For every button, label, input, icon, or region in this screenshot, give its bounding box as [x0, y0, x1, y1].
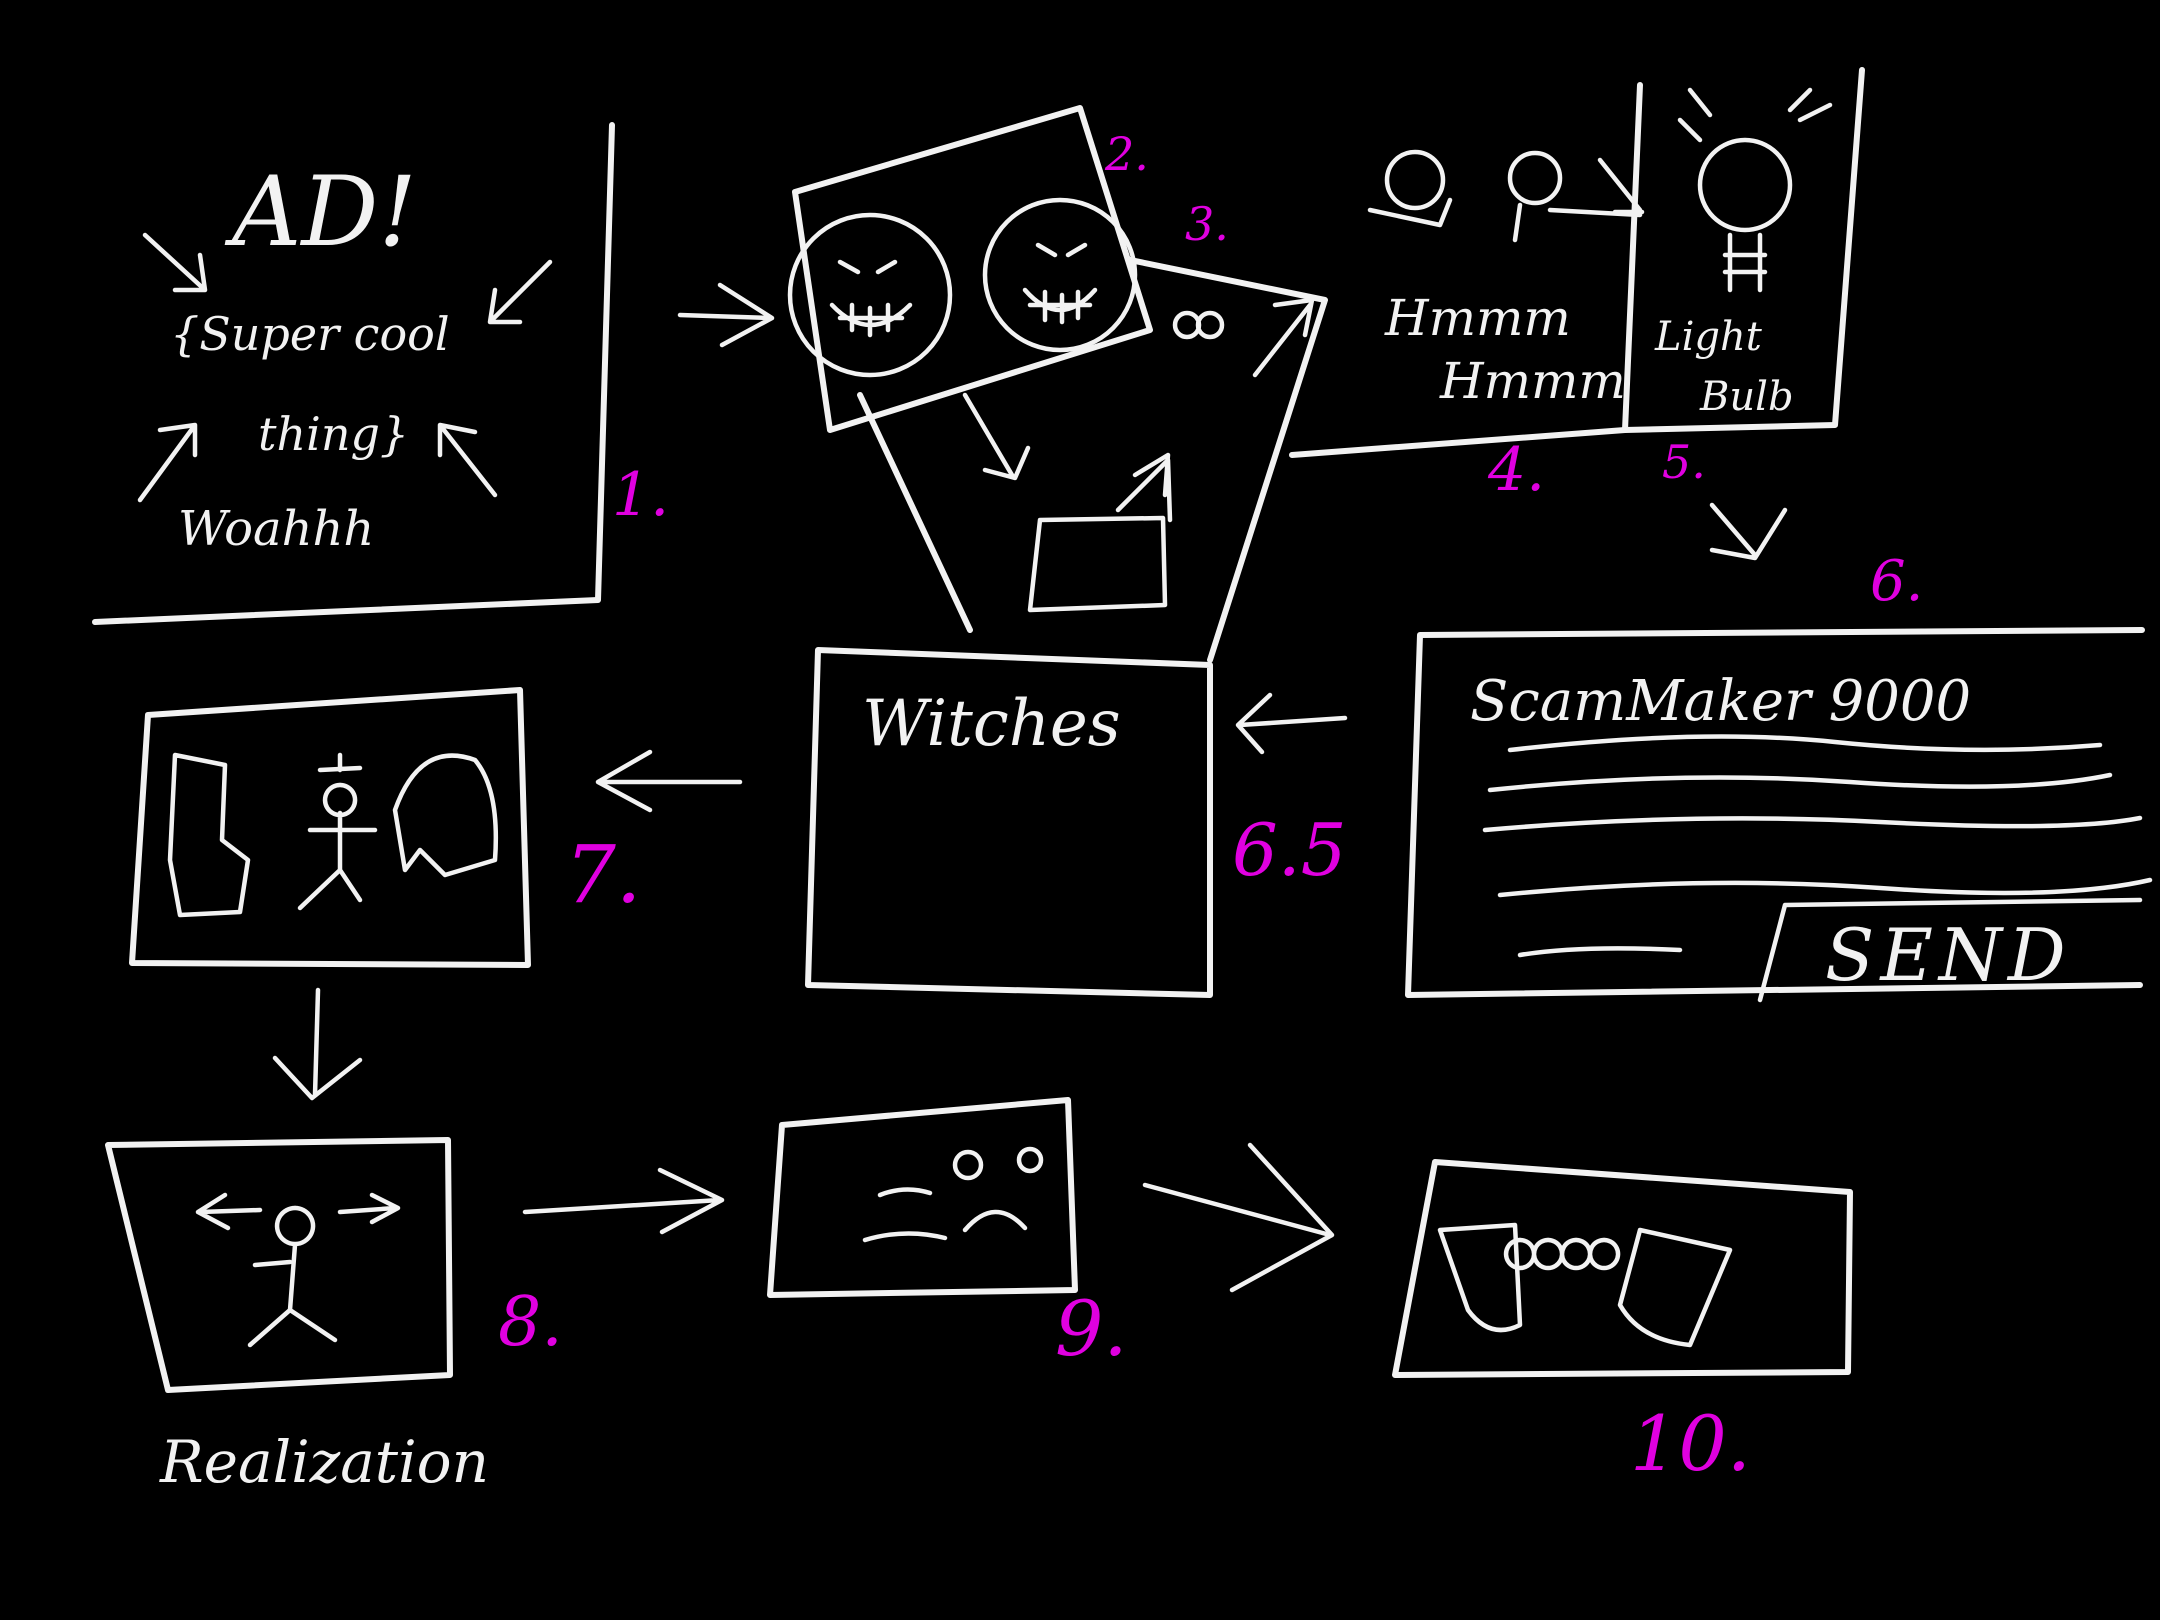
jail-cell-right [1617, 1227, 1733, 1348]
thinking-figure-2 [1507, 150, 1563, 206]
thinking-figure-1 [1384, 149, 1446, 211]
realizing-stick-figure [247, 1205, 338, 1348]
arrow-5-to-6 [1709, 502, 1788, 561]
lightbulb-base [1722, 232, 1768, 293]
lightbulb-line-1: Light [1654, 314, 1763, 360]
witches-label: Witches [862, 687, 1121, 761]
arrow-7-to-8 [272, 987, 363, 1101]
panel-5-frame [1622, 67, 1865, 433]
ad-heading: AD! [224, 156, 417, 268]
hmmm-line-2: Hmmm [1439, 352, 1626, 410]
laptop-screen [1115, 452, 1173, 523]
thinking-bubble [1172, 310, 1225, 340]
panel-2-faces: 2. [787, 105, 1153, 433]
face-right-features [1022, 242, 1098, 325]
villain-right-silhouette [392, 753, 499, 878]
scam-text-lines [1482, 734, 2153, 958]
arrow-6-5-to-7 [595, 749, 743, 813]
grinning-face-left [787, 212, 953, 378]
small-face-1 [952, 1149, 984, 1181]
send-button-outline [1757, 897, 2143, 1003]
panel-3-laptop: 3. [857, 197, 1328, 663]
step-label-9: 9. [1055, 1284, 1128, 1373]
scammaker-title: ScamMaker 9000 [1470, 669, 1971, 734]
step-label-6: 6. [1870, 549, 1923, 614]
send-button: SEND [1825, 913, 2072, 997]
look-left-arrow [195, 1192, 263, 1231]
arrow-8-to-9 [522, 1167, 725, 1235]
ad-line-1: {Super cool [170, 307, 450, 361]
witch-stick-figure [297, 752, 378, 911]
step-label-2: 2. [1104, 127, 1149, 181]
panel-9-sad-faces: 9. [767, 1097, 1128, 1373]
panel-4-hmmm: Hmmm Hmmm 4. [1289, 149, 1645, 505]
lightbulb-line-2: Bulb [1699, 374, 1794, 420]
panel-1-frame [92, 122, 615, 625]
chain-links [1503, 1237, 1621, 1271]
panel-7-frame [129, 687, 531, 968]
step-label-10: 10. [1630, 1399, 1751, 1488]
step-label-1: 1. [612, 460, 669, 530]
jail-cell-left [1437, 1222, 1523, 1333]
laptop-base [1027, 515, 1168, 613]
sad-scribbles [862, 1187, 948, 1243]
arrow-9-to-10 [1142, 1142, 1335, 1293]
sparkle-arrow-bottom-left [137, 422, 198, 503]
arrow-into-laptop [962, 392, 1031, 481]
panel-9-frame [767, 1097, 1078, 1298]
panel-7-confrontation: 7. [129, 687, 641, 968]
step-label-8: 8. [498, 1283, 563, 1362]
step-label-3: 3. [1185, 197, 1229, 251]
panel-5-lightbulb: Light Bulb 5. [1622, 67, 1865, 489]
panel-2-frame [792, 105, 1153, 433]
sparkle-arrow-bottom-right [437, 422, 498, 498]
panel-3-left-edge [857, 392, 973, 633]
panel-6-scammaker: ScamMaker 9000 SEND 6. [1405, 549, 2153, 1003]
arrow-2-to-4 [1252, 297, 1315, 378]
lightbulb-icon [1697, 137, 1793, 233]
step-label-5: 5. [1662, 435, 1706, 489]
look-right-arrow [337, 1192, 401, 1225]
arrow-6-to-6-5 [1235, 692, 1348, 755]
panel-8-frame [105, 1137, 453, 1393]
panel-4-frame [1289, 427, 1628, 458]
step-label-7: 7. [565, 828, 641, 921]
panel-1-ad: AD! {Super cool thing} Woahhh 1. [92, 122, 669, 625]
small-face-2 [1016, 1146, 1044, 1174]
panel-8-realization: Realization 8. [105, 1137, 563, 1496]
ad-line-3: Woahhh [178, 501, 374, 557]
arrow-1-to-2 [677, 282, 775, 348]
lightbulb-rays [1677, 87, 1833, 143]
sad-frown [962, 1209, 1028, 1233]
realization-caption: Realization [159, 1428, 489, 1496]
panel-6-5-witches: Witches 6.5 [805, 647, 1347, 998]
panel-6-5-frame [805, 647, 1213, 998]
ad-line-2: thing} [258, 407, 409, 461]
step-label-4: 4. [1487, 435, 1545, 505]
face-left-features [829, 259, 913, 338]
sparkle-arrow-top-left [142, 232, 208, 293]
step-label-6-5: 6.5 [1232, 808, 1347, 892]
panel-10-frame [1392, 1159, 1853, 1378]
figure-1-hand [1367, 197, 1453, 228]
villain-left-silhouette [167, 752, 251, 918]
panel-6-frame [1405, 627, 2145, 998]
panel-3-right-edge [1127, 257, 1328, 663]
grinning-face-right [982, 197, 1138, 353]
panel-10-finale: 10. [1392, 1159, 1853, 1488]
sparkle-arrow-top-right [487, 259, 553, 325]
hmmm-line-1: Hmmm [1384, 289, 1571, 347]
